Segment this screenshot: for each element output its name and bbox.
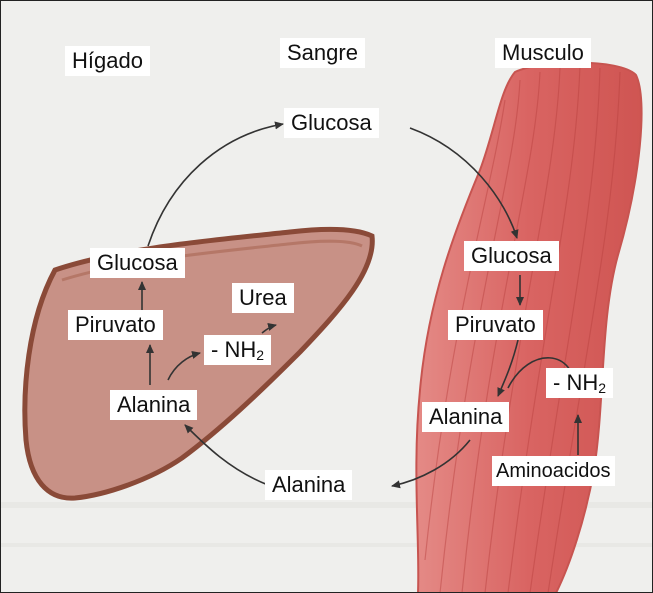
blood-region-title: Sangre [280,38,365,68]
muscle-aminoacids-label: Aminoacidos [492,456,615,486]
liver-urea-label: Urea [232,283,294,313]
muscle-region-title: Musculo [495,38,591,68]
muscle-nh2-text: - NH [553,370,598,395]
liver-alanine-label: Alanina [110,390,197,420]
muscle-nh2-label: - NH2 [546,368,613,398]
liver-nh2-label: - NH2 [204,335,271,365]
liver-pyruvate-label: Piruvato [68,310,163,340]
muscle-alanine-label: Alanina [422,402,509,432]
muscle-glucose-label: Glucosa [464,241,559,271]
blood-glucose-label: Glucosa [284,108,379,138]
blood-alanine-label: Alanina [265,470,352,500]
liver-nh2-text: - NH [211,337,256,362]
muscle-pyruvate-label: Piruvato [448,310,543,340]
muscle-nh2-subscript: 2 [598,380,606,396]
liver-nh2-subscript: 2 [256,347,264,363]
liver-glucose-label: Glucosa [90,248,185,278]
liver-region-title: Hígado [65,46,150,76]
